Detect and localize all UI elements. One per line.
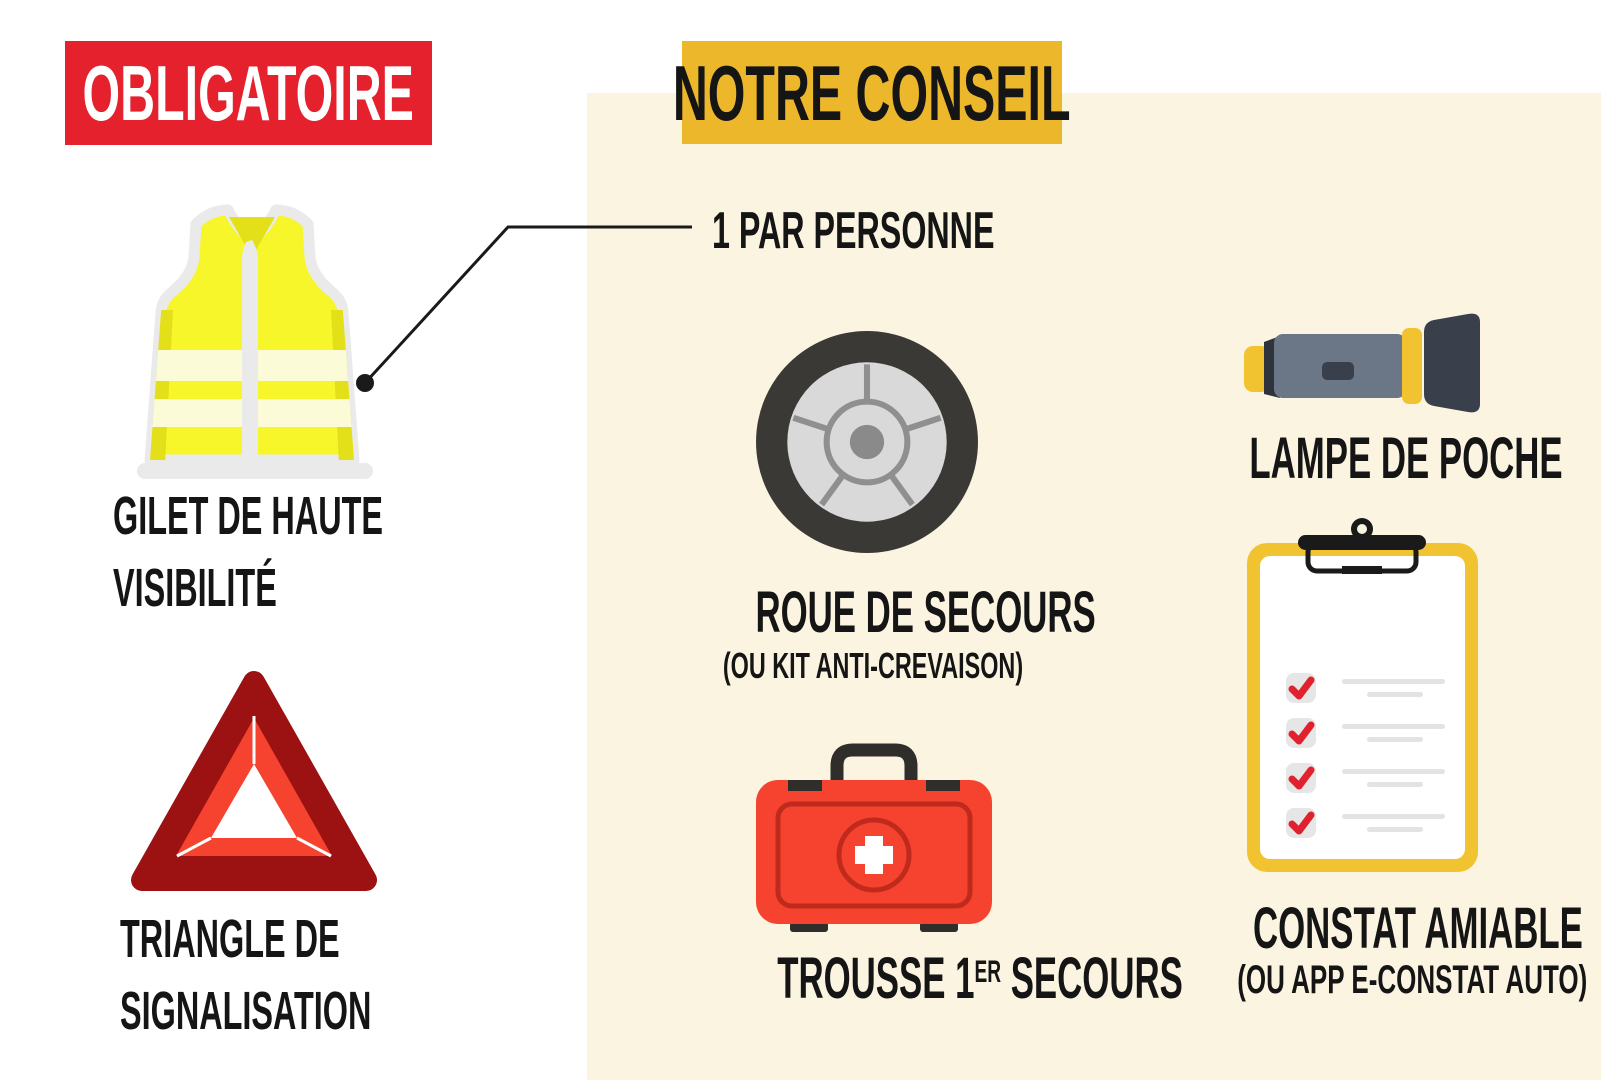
checklist-text-line [1367,737,1423,742]
callout-one-per-person: 1 PAR PERSONNE [712,205,1168,257]
trousse-ordinal: ER [974,953,1002,990]
advice-item-sublabel-roue: (OU KIT ANTI-CREVAISON) [642,648,1082,684]
item-label: ROUE DE SECOURS [755,580,1096,645]
safety-vest-icon [137,204,373,479]
item-label-line: TRIANGLE DE [120,909,340,969]
obligatoire-badge: OBLIGATOIRE [65,41,432,145]
conseil-badge: NOTRE CONSEIL [673,41,1071,144]
checkbox-icon [1286,808,1316,838]
checkmark-icon [1288,766,1315,790]
checkbox-icon [1286,718,1316,748]
advice-item-label-lampe: LAMPE DE POCHE [1145,430,1585,488]
trousse-prefix: TROUSSE 1 [777,946,975,1011]
obligatoire-badge-label: OBLIGATOIRE [82,49,415,137]
callout-label: 1 PAR PERSONNE [712,202,995,260]
checklist-text-line [1342,679,1445,684]
item-sublabel: (OU KIT ANTI-CREVAISON) [722,645,1024,686]
checkmark-icon [1288,721,1315,745]
checkmark-icon [1288,676,1315,700]
flashlight-icon [1244,313,1480,413]
item-label-line: SIGNALISATION [120,981,372,1041]
item-label: LAMPE DE POCHE [1249,426,1563,491]
checklist-text-line [1367,692,1423,697]
advice-item-label-roue: ROUE DE SECOURS [642,584,1095,642]
connector-dot [356,374,374,392]
accident-report-clipboard-icon [1247,543,1478,872]
mandatory-item-label-gilet: GILET DE HAUTE VISIBILITÉ [113,489,563,633]
checkbox-icon [1286,763,1316,793]
item-label-line: GILET DE HAUTE [113,486,384,546]
advice-item-sublabel-constat: (OU APP E-CONSTAT AUTO) [1143,960,1587,1000]
advice-item-label-constat: CONSTAT AMIABLE [1143,900,1583,958]
item-label: CONSTAT AMIABLE [1252,896,1583,961]
checklist-text-line [1342,769,1445,774]
mandatory-item-label-triangle: TRIANGLE DE SIGNALISATION [120,912,539,1056]
item-label-line: VISIBILITÉ [113,558,277,618]
checklist-text-line [1342,724,1445,729]
warning-triangle-icon [131,671,377,891]
clipboard-clip-icon [1298,518,1426,574]
item-sublabel: (OU APP E-CONSTAT AUTO) [1237,958,1588,1002]
checkmark-icon [1288,811,1315,835]
trousse-suffix: SECOURS [1001,946,1183,1011]
advice-item-label-trousse: TROUSSE 1ER SECOURS [642,950,1183,1008]
checklist-text-line [1367,782,1423,787]
checkbox-icon [1286,673,1316,703]
first-aid-kit-icon [756,743,992,932]
item-label: TROUSSE 1ER SECOURS [777,950,1183,1008]
checklist-text-line [1367,827,1423,832]
vest-callout-connector-line [356,225,692,392]
conseil-badge-label: NOTRE CONSEIL [673,48,1071,137]
spare-wheel-icon [756,331,978,553]
checklist-text-line [1342,814,1445,819]
